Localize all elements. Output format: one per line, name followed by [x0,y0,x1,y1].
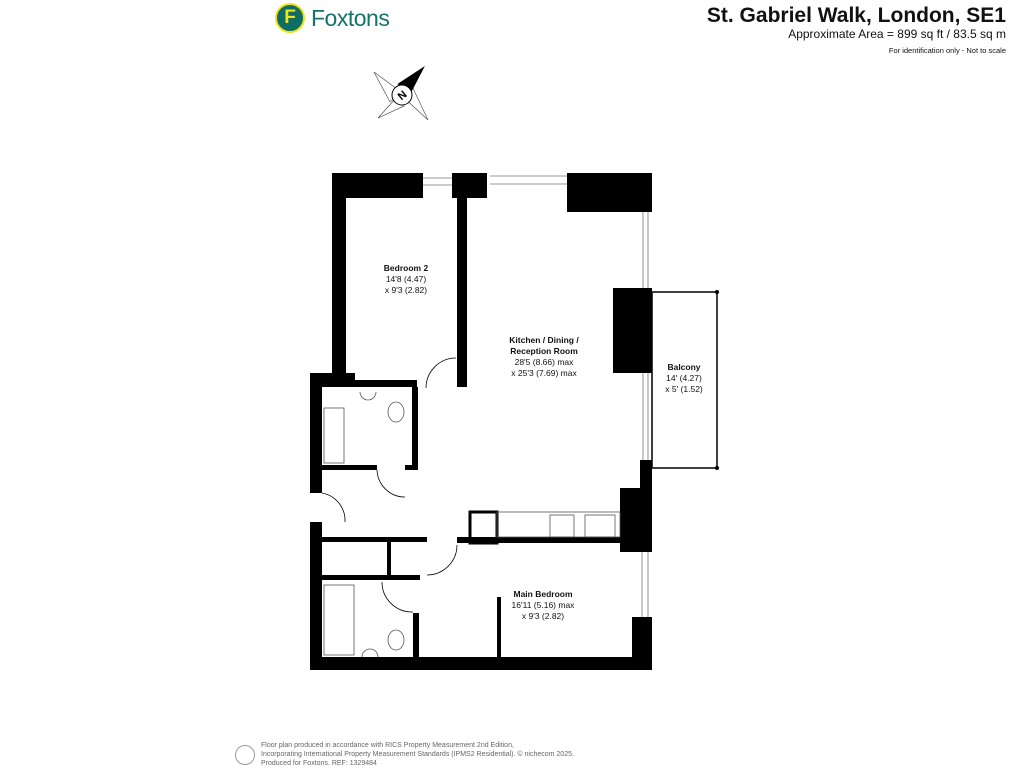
bath-icon [323,407,345,464]
balcony-outline [651,291,718,469]
fixtures [323,391,621,658]
property-title: St. Gabriel Walk, London, SE1 [706,4,1006,27]
footer-line: Produced for Foxtons. REF: 1329484 [261,760,377,767]
windows [423,175,649,617]
room-dimension: x 9'3 (2.82) [385,285,427,295]
kitchen-counter [496,511,621,538]
hob-icon [549,514,575,538]
logo-text: Foxtons [311,4,390,31]
room-dimension: 16'11 (5.16) max [512,600,576,610]
footer: Floor plan produced in accordance with R… [235,741,574,768]
room-labels: Bedroom 2 14'8 (4.47) x 9'3 (2.82) Kitch… [384,263,703,621]
room-name: Bedroom 2 [384,263,429,273]
footer-text: Floor plan produced in accordance with R… [261,741,574,768]
approximate-area: Approximate Area = 899 sq ft / 83.5 sq m [788,27,1006,41]
room-name: Kitchen / Dining / [509,335,579,345]
room-name: Reception Room [510,346,578,356]
north-arrow-icon: N [373,65,429,121]
shower-icon [323,584,355,656]
room-dimension: x 5' (1.52) [665,384,703,394]
basin-icon [361,648,379,658]
logo-badge: F [275,3,305,33]
basin-icon [359,391,377,401]
measurement-standard-icon [235,744,255,765]
room-dimension: x 25'3 (7.69) max [511,368,577,378]
room-name: Balcony [667,362,700,372]
room-dimension: 14' (4.27) [666,373,702,383]
walls [310,173,652,670]
footer-line: Floor plan produced in accordance with R… [261,742,514,749]
room-name: Main Bedroom [513,589,572,599]
toilet-icon [387,629,405,651]
room-dimension: 14'8 (4.47) [386,274,427,284]
balcony-corner [715,466,719,470]
room-dimension: 28'5 (8.66) max [515,357,575,367]
toilet-icon [387,401,405,423]
door-swings [321,357,458,613]
sink-icon [584,514,616,538]
balcony-corner [715,290,719,294]
room-dimension: x 9'3 (2.82) [522,611,564,621]
foxtons-logo: F Foxtons [275,3,390,33]
scale-note: For identification only - Not to scale [888,46,1006,55]
footer-line: Incorporating International Property Mea… [261,751,574,758]
